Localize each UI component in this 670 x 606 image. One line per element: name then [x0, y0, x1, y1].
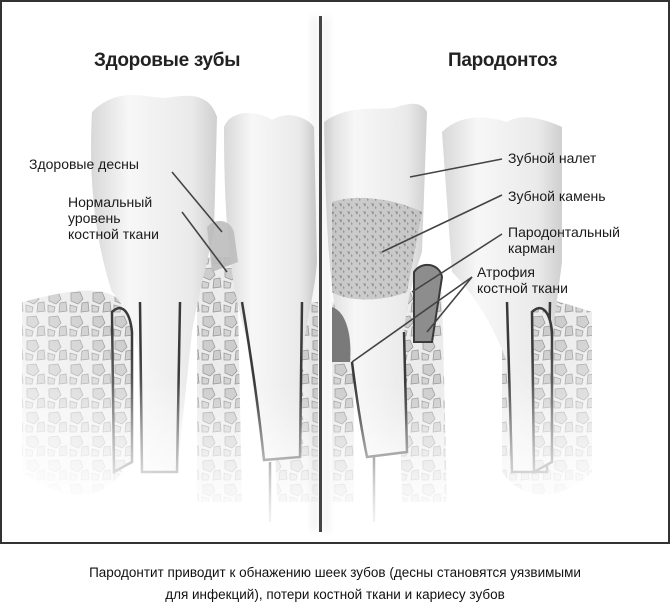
label-line: костной ткани [68, 226, 159, 242]
label-line: Нормальный [68, 194, 153, 210]
panel-divider [319, 16, 322, 532]
label-bone-atrophy: Атрофия костной ткани [477, 264, 568, 296]
healthy-teeth-title: Здоровые зубы [94, 50, 241, 71]
figure-caption: Пародонтит приводит к обнажению шеек зуб… [0, 562, 670, 606]
label-healthy-gums: Здоровые десны [29, 156, 139, 172]
label-line: уровень [68, 210, 121, 226]
label-tartar: Зубной камень [508, 188, 606, 204]
label-line: карман [508, 240, 556, 256]
label-normal-bone-level: Нормальный уровень костной ткани [68, 194, 159, 242]
label-line: Атрофия [477, 264, 535, 280]
caption-line-2: для инфекций), потери костной ткани и ка… [165, 587, 505, 602]
label-plaque: Зубной налет [508, 150, 597, 166]
periodontitis-title: Пародонтоз [448, 50, 558, 71]
caption-line-1: Пародонтит приводит к обнажению шеек зуб… [89, 565, 581, 580]
label-periodontal-pocket: Пародонтальный карман [508, 224, 620, 256]
label-line: костной ткани [477, 280, 568, 296]
label-line: Пародонтальный [508, 224, 620, 240]
illustration-frame: Здоровые зубы Пародонтоз Здоровые десны … [0, 0, 670, 544]
teeth-illustration [2, 2, 668, 542]
